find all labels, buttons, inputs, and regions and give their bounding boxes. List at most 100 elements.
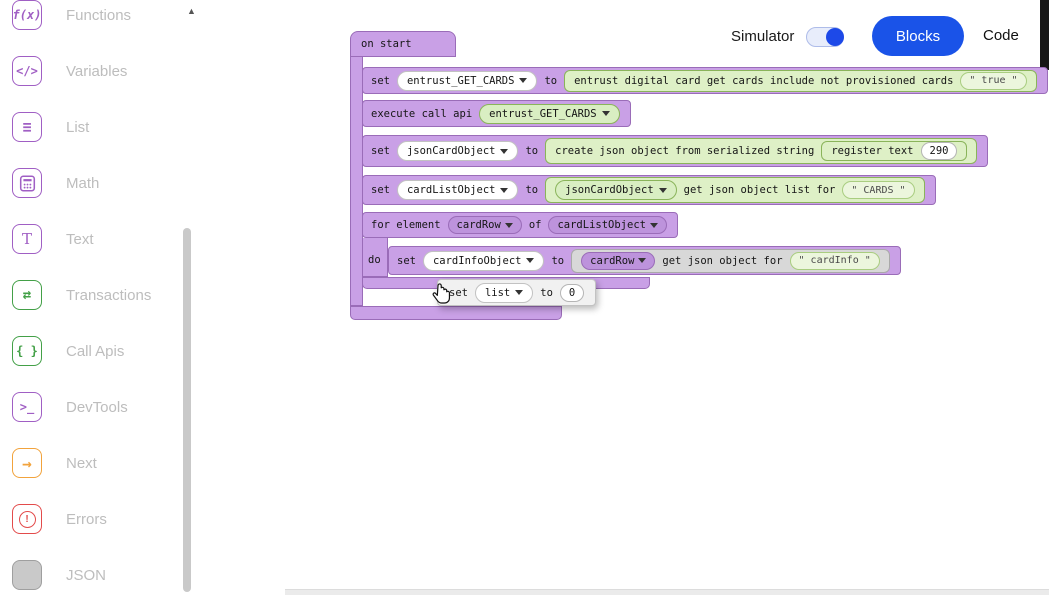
number-literal-0[interactable]: 0 bbox=[559, 283, 585, 302]
variable-dropdown-json-card-object[interactable]: jsonCardObject bbox=[396, 141, 519, 161]
sidebar-item-label: Next bbox=[66, 454, 97, 472]
object-dropdown-json-card-object[interactable]: jsonCardObject bbox=[555, 180, 677, 200]
set-keyword: set bbox=[371, 74, 390, 87]
set-json-card-object-block[interactable]: set jsonCardObject to create json object… bbox=[362, 135, 989, 167]
on-start-block[interactable]: on start bbox=[350, 31, 456, 57]
literal-text: " CARDS " bbox=[851, 184, 906, 196]
sidebar-item-label: Variables bbox=[66, 62, 128, 80]
dropdown-value: cardListObject bbox=[557, 219, 646, 231]
call-apis-icon: { } bbox=[12, 336, 42, 366]
dropdown-arrow-icon bbox=[515, 290, 524, 295]
transactions-icon: ⇄ bbox=[12, 280, 42, 310]
literal-text: " true " bbox=[969, 75, 1018, 86]
sidebar-item-math[interactable]: Math bbox=[12, 168, 99, 198]
sidebar-item-variables[interactable]: </> Variables bbox=[12, 56, 127, 86]
to-keyword: to bbox=[525, 184, 539, 196]
number-literal-290[interactable]: 290 bbox=[920, 142, 958, 160]
to-keyword: to bbox=[551, 254, 565, 267]
set-card-info-object-block[interactable]: set cardInfoObject to cardRow get json o… bbox=[388, 246, 901, 275]
object-dropdown-card-row[interactable]: cardRow bbox=[581, 251, 656, 270]
list-icon: ≡ bbox=[12, 112, 42, 142]
literal-text: " cardInfo " bbox=[798, 255, 871, 266]
get-json-object-list-block[interactable]: jsonCardObject get json object list for … bbox=[545, 177, 925, 203]
blocks-tab-button[interactable]: Blocks bbox=[872, 16, 964, 56]
create-json-object-block[interactable]: create json object from serialized strin… bbox=[545, 138, 978, 164]
string-literal-card-info[interactable]: " cardInfo " bbox=[789, 251, 880, 270]
canvas-vertical-scrollbar[interactable] bbox=[1040, 0, 1049, 70]
hand-cursor-icon bbox=[432, 283, 451, 304]
for-block-spine[interactable]: do bbox=[362, 238, 388, 277]
entrust-get-cards-expression-block[interactable]: entrust digital card get cards include n… bbox=[564, 69, 1037, 92]
floating-set-list-block[interactable]: set list to 0 bbox=[437, 279, 597, 306]
execute-call-api-block[interactable]: execute call api entrust_GET_CARDS bbox=[362, 100, 631, 127]
get-json-object-for-block[interactable]: cardRow get json object for " cardInfo " bbox=[571, 248, 890, 273]
set-keyword: set bbox=[449, 286, 468, 299]
block-category-sidebar: f(x) Functions </> Variables ≡ List Math… bbox=[0, 0, 205, 595]
for-element-block[interactable]: for element cardRow of cardListObject bbox=[362, 212, 678, 238]
string-literal-cards[interactable]: " CARDS " bbox=[842, 181, 915, 199]
number-text: 0 bbox=[568, 286, 576, 299]
dropdown-value: cardRow bbox=[590, 254, 635, 267]
errors-icon: ! bbox=[12, 504, 42, 534]
text-icon: T bbox=[12, 224, 42, 254]
api-dropdown[interactable]: entrust_GET_CARDS bbox=[479, 103, 620, 124]
expression-label: entrust digital card get cards include n… bbox=[574, 74, 954, 87]
sidebar-item-label: JSON bbox=[66, 566, 107, 584]
code-tab-button[interactable]: Code bbox=[983, 27, 1019, 44]
register-text-block[interactable]: register text 290 bbox=[821, 141, 968, 161]
variable-dropdown-entrust-get-cards[interactable]: entrust_GET_CARDS bbox=[396, 70, 538, 91]
variable-dropdown-list[interactable]: list bbox=[474, 282, 534, 303]
json-icon bbox=[12, 560, 42, 590]
sidebar-item-json[interactable]: JSON bbox=[12, 560, 106, 590]
sidebar-scrollbar[interactable] bbox=[183, 228, 191, 592]
variable-dropdown-card-list-object[interactable]: cardListObject bbox=[396, 180, 519, 200]
for-element-keyword: for element bbox=[371, 219, 441, 231]
on-start-block-bottom[interactable] bbox=[350, 306, 562, 320]
dropdown-arrow-icon bbox=[519, 78, 528, 83]
next-arrow-icon: → bbox=[12, 448, 42, 478]
of-keyword: of bbox=[528, 219, 542, 231]
dropdown-arrow-icon bbox=[601, 111, 610, 116]
sidebar-item-call-apis[interactable]: { } Call Apis bbox=[12, 336, 124, 366]
set-keyword: set bbox=[371, 184, 390, 196]
loop-variable-dropdown-card-row[interactable]: cardRow bbox=[447, 216, 522, 234]
sidebar-item-label: List bbox=[66, 118, 90, 136]
sidebar-item-label: DevTools bbox=[66, 398, 128, 416]
dropdown-arrow-icon bbox=[638, 258, 647, 263]
loop-list-dropdown-card-list-object[interactable]: cardListObject bbox=[548, 216, 667, 234]
simulator-toggle[interactable] bbox=[806, 27, 844, 47]
list-icon-glyph: ≡ bbox=[22, 118, 32, 136]
variable-dropdown-card-info-object[interactable]: cardInfoObject bbox=[422, 250, 545, 271]
dropdown-arrow-icon bbox=[500, 187, 509, 193]
set-entrust-get-cards-block[interactable]: set entrust_GET_CARDS to entrust digital… bbox=[362, 67, 1048, 94]
dropdown-value: cardRow bbox=[456, 219, 501, 231]
dropdown-value: cardListObject bbox=[406, 184, 496, 196]
simulator-toggle-knob bbox=[826, 28, 844, 46]
variables-icon: </> bbox=[12, 56, 42, 86]
string-literal-true[interactable]: " true " bbox=[960, 71, 1027, 90]
sidebar-item-functions[interactable]: f(x) Functions bbox=[12, 0, 131, 30]
sidebar-item-text[interactable]: T Text bbox=[12, 224, 94, 254]
exclamation-circle-icon: ! bbox=[18, 510, 36, 528]
number-text: 290 bbox=[929, 145, 949, 157]
sidebar-scroll-up-icon[interactable]: ▲ bbox=[187, 6, 196, 16]
expression-label: get json object for bbox=[662, 254, 783, 267]
sidebar-item-label: Errors bbox=[66, 510, 107, 528]
functions-icon-glyph: f(x) bbox=[12, 8, 42, 22]
devtools-icon: >_ bbox=[12, 392, 42, 422]
sidebar-item-errors[interactable]: ! Errors bbox=[12, 504, 107, 534]
set-keyword: set bbox=[371, 145, 390, 157]
sidebar-item-list[interactable]: ≡ List bbox=[12, 112, 89, 142]
do-label: do bbox=[368, 254, 381, 266]
canvas-horizontal-scrollbar[interactable] bbox=[285, 589, 1049, 595]
sidebar-item-next[interactable]: → Next bbox=[12, 448, 97, 478]
calculator-icon bbox=[19, 175, 35, 191]
sidebar-item-transactions[interactable]: ⇄ Transactions bbox=[12, 280, 151, 310]
dropdown-arrow-icon bbox=[658, 187, 667, 193]
set-card-list-object-block[interactable]: set cardListObject to jsonCardObject get… bbox=[362, 175, 936, 205]
sidebar-item-label: Text bbox=[66, 230, 94, 248]
to-keyword: to bbox=[544, 74, 558, 87]
math-icon bbox=[12, 168, 42, 198]
sidebar-item-devtools[interactable]: >_ DevTools bbox=[12, 392, 128, 422]
